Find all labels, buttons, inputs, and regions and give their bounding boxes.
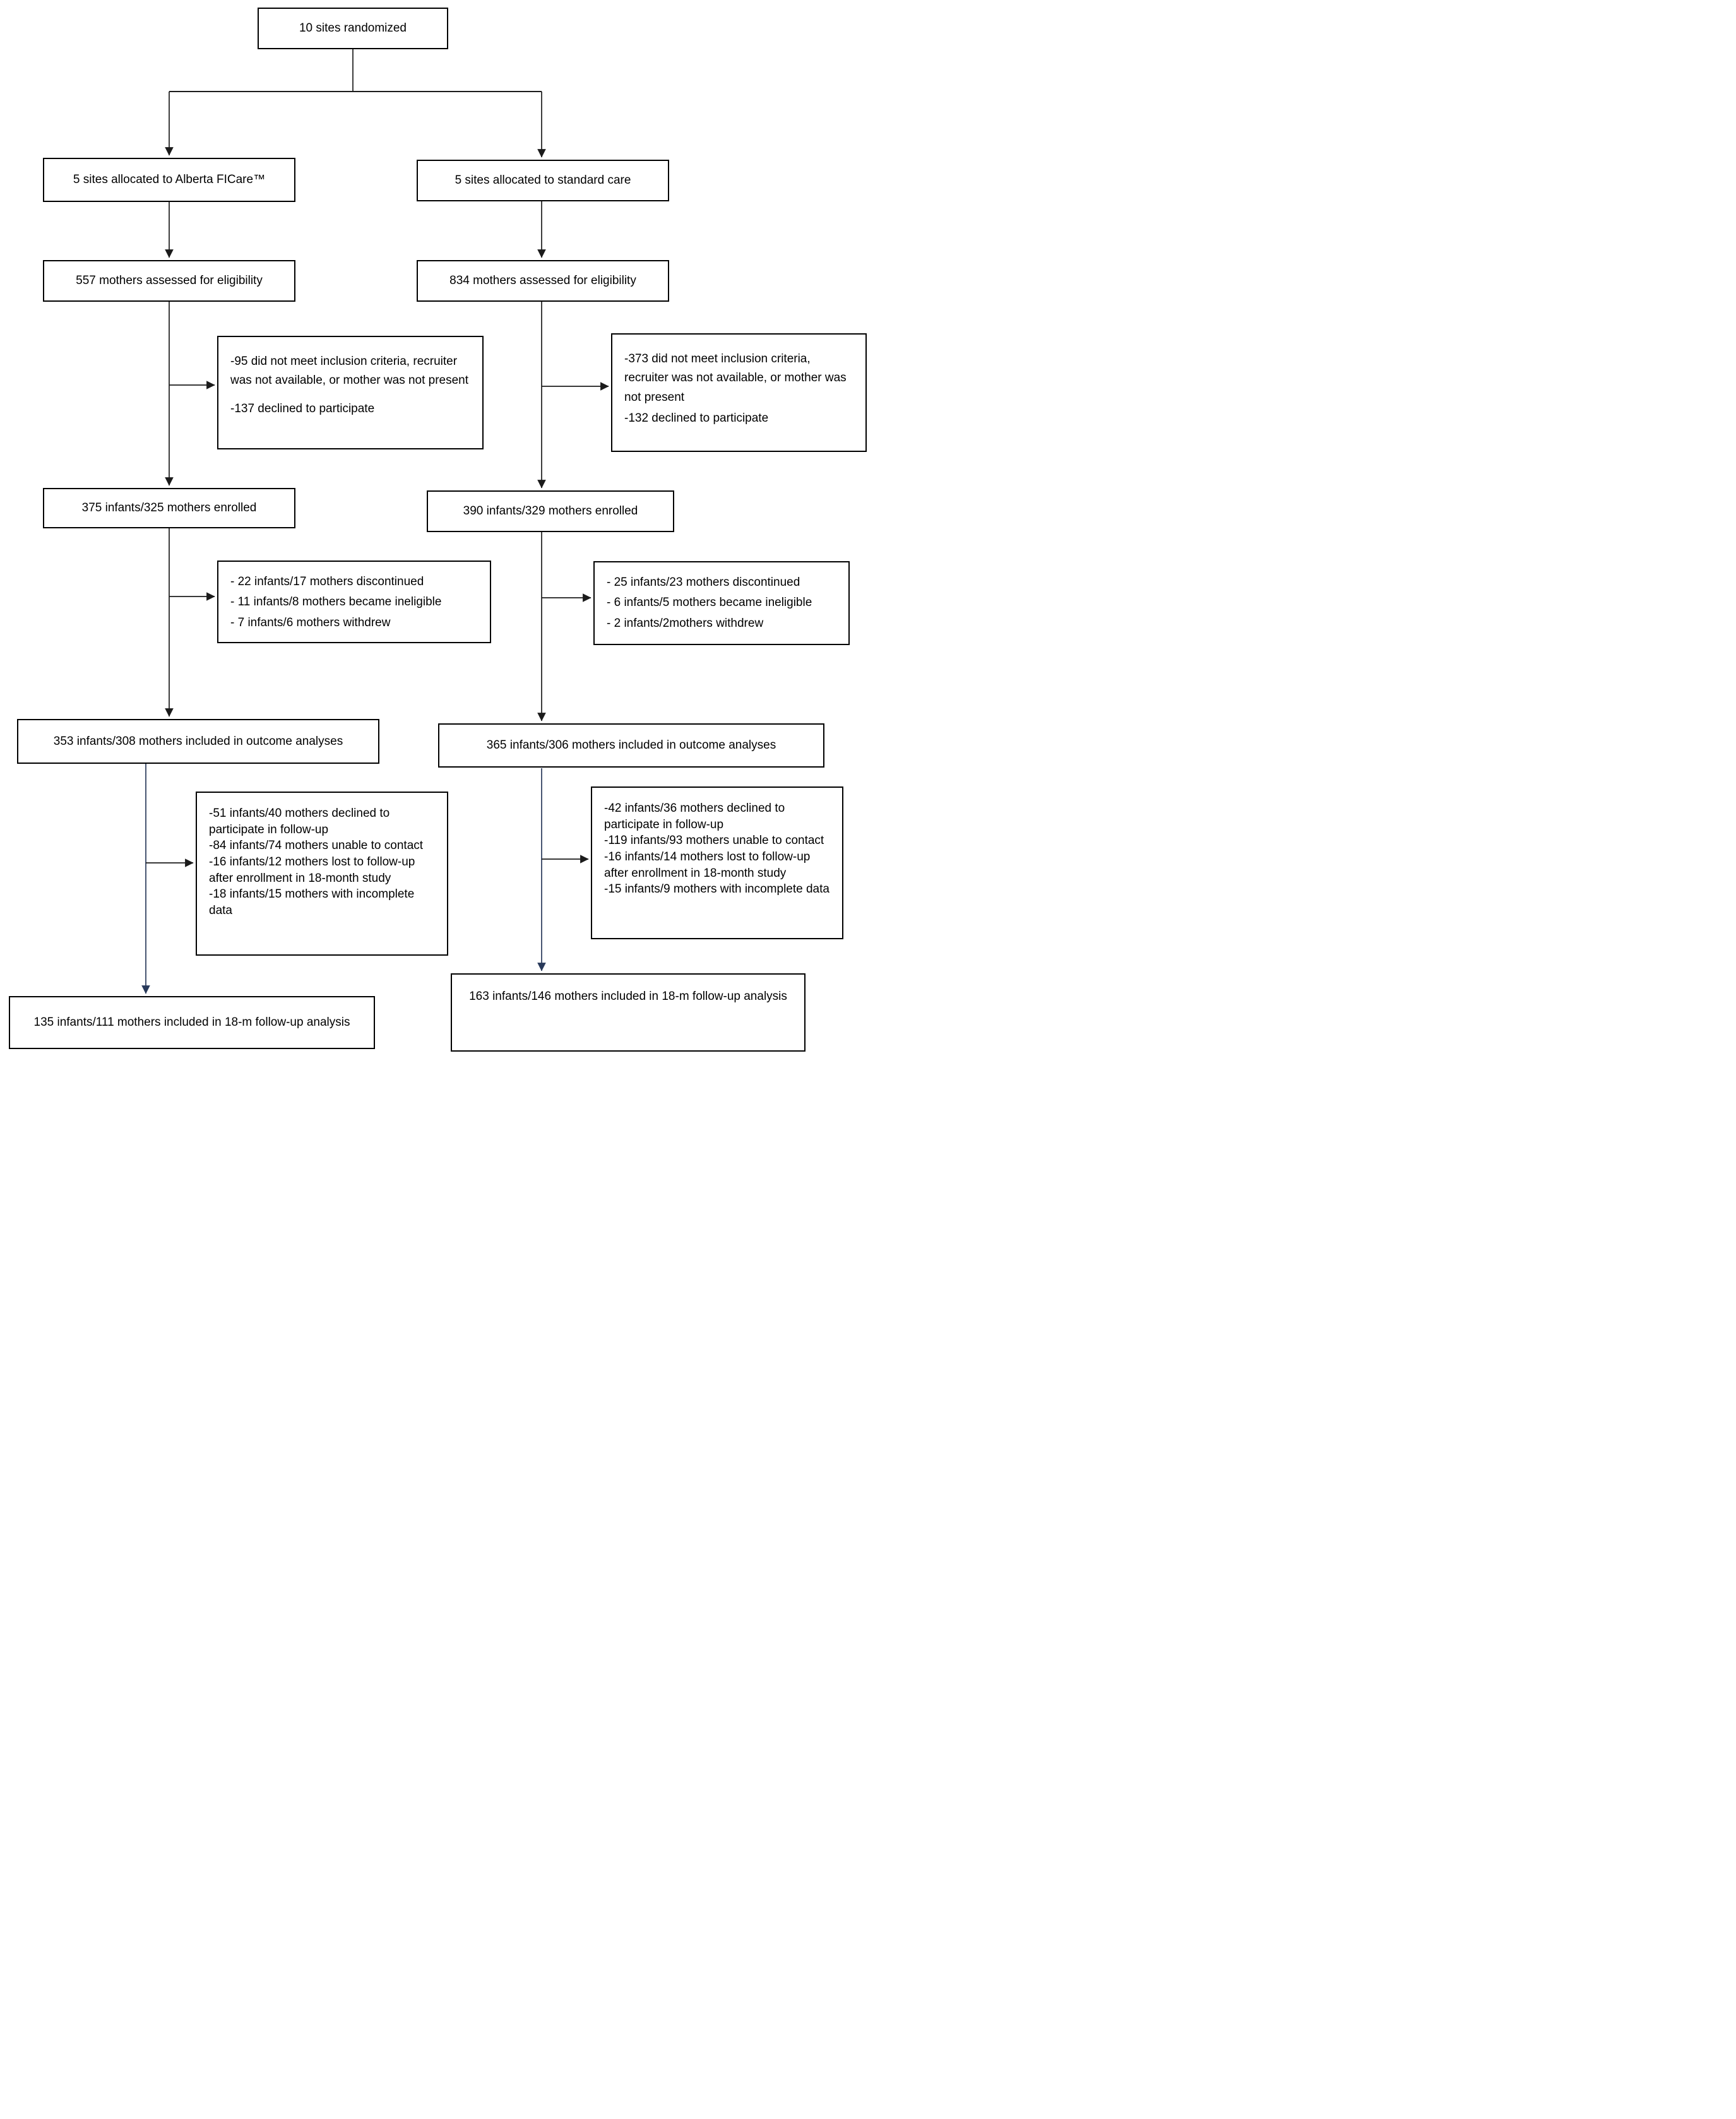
sites-randomized-text: 10 sites randomized <box>299 21 407 35</box>
box-left-assessed: 557 mothers assessed for eligibility <box>43 260 295 302</box>
right-discontinued-item: - 6 infants/5 mothers became ineligible <box>607 596 812 610</box>
left-followup-excluded-item: -18 infants/15 mothers with incomplete d… <box>209 887 415 917</box>
box-left-enrolled: 375 infants/325 mothers enrolled <box>43 488 295 528</box>
box-right-followup: 163 infants/146 mothers included in 18-m… <box>451 973 806 1052</box>
left-outcome-text: 353 infants/308 mothers included in outc… <box>53 734 343 748</box>
left-excluded-item: -137 declined to participate <box>230 401 375 415</box>
left-discontinued-item: - 7 infants/6 mothers withdrew <box>230 615 391 629</box>
left-followup-text: 135 infants/111 mothers included in 18-m… <box>33 1016 350 1030</box>
right-discontinued-item: - 2 infants/2mothers withdrew <box>607 616 764 630</box>
box-right-outcome: 365 infants/306 mothers included in outc… <box>438 723 824 768</box>
right-followup-excluded-item: -119 infants/93 mothers unable to contac… <box>604 834 824 848</box>
box-right-assessed: 834 mothers assessed for eligibility <box>417 260 669 302</box>
box-right-followup-excluded: -42 infants/36 mothers declined to parti… <box>591 786 843 939</box>
right-discontinued-item: - 25 infants/23 mothers discontinued <box>607 576 800 589</box>
right-followup-text: 163 infants/146 mothers included in 18-m… <box>469 990 787 1003</box>
box-left-followup: 135 infants/111 mothers included in 18-m… <box>9 996 375 1049</box>
right-excluded-item: -373 did not meet inclusion criteria, re… <box>624 352 847 404</box>
box-sites-randomized: 10 sites randomized <box>258 8 448 49</box>
left-followup-excluded-item: -16 infants/12 mothers lost to follow-up… <box>209 855 415 885</box>
box-left-outcome: 353 infants/308 mothers included in outc… <box>17 719 379 764</box>
left-enrolled-text: 375 infants/325 mothers enrolled <box>81 501 257 515</box>
right-followup-excluded-item: -16 infants/14 mothers lost to follow-up… <box>604 850 811 880</box>
consort-flow-diagram: 10 sites randomized 5 sites allocated to… <box>0 0 868 1060</box>
left-discontinued-item: - 22 infants/17 mothers discontinued <box>230 575 424 588</box>
right-enrolled-text: 390 infants/329 mothers enrolled <box>463 504 638 518</box>
left-excluded-item: -95 did not meet inclusion criteria, rec… <box>230 355 469 388</box>
left-followup-excluded-item: -51 infants/40 mothers declined to parti… <box>209 807 390 836</box>
box-left-excluded: -95 did not meet inclusion criteria, rec… <box>217 336 484 449</box>
left-assessed-text: 557 mothers assessed for eligibility <box>76 274 263 288</box>
right-excluded-item: -132 declined to participate <box>624 412 769 425</box>
left-discontinued-item: - 11 infants/8 mothers became ineligible <box>230 595 442 609</box>
right-followup-excluded-item: -42 infants/36 mothers declined to parti… <box>604 802 785 831</box>
box-left-allocated: 5 sites allocated to Alberta FICare™ <box>43 158 295 202</box>
box-right-excluded: -373 did not meet inclusion criteria, re… <box>611 333 867 452</box>
box-left-discontinued: - 22 infants/17 mothers discontinued - 1… <box>217 561 491 643</box>
right-followup-excluded-item: -15 infants/9 mothers with incomplete da… <box>604 882 829 896</box>
right-assessed-text: 834 mothers assessed for eligibility <box>449 274 636 288</box>
left-followup-excluded-item: -84 infants/74 mothers unable to contact <box>209 839 424 853</box>
left-allocated-text: 5 sites allocated to Alberta FICare™ <box>73 173 266 187</box>
box-right-allocated: 5 sites allocated to standard care <box>417 160 669 201</box>
box-left-followup-excluded: -51 infants/40 mothers declined to parti… <box>196 792 448 956</box>
right-outcome-text: 365 infants/306 mothers included in outc… <box>486 739 776 752</box>
box-right-discontinued: - 25 infants/23 mothers discontinued - 6… <box>593 561 850 645</box>
box-right-enrolled: 390 infants/329 mothers enrolled <box>427 490 674 532</box>
right-allocated-text: 5 sites allocated to standard care <box>455 174 631 187</box>
